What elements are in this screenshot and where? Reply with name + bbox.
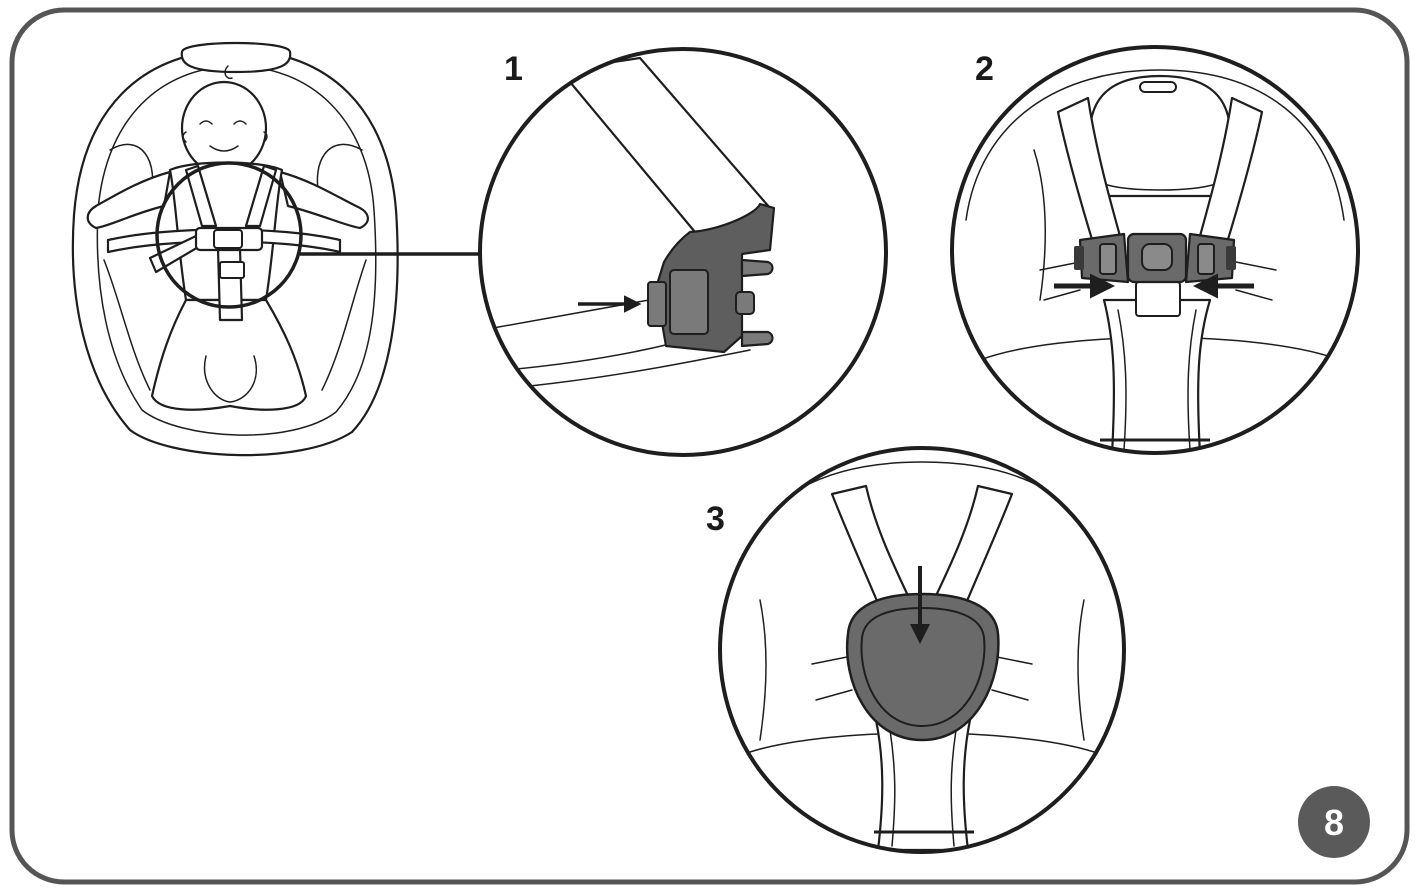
step-3-number: 3 bbox=[706, 500, 725, 538]
step-2-circle bbox=[950, 45, 1360, 455]
step-3-panel: 3 bbox=[706, 446, 1126, 854]
step-1-panel: 1 bbox=[478, 47, 888, 457]
step-1-circle bbox=[478, 47, 888, 457]
step-1-number: 1 bbox=[504, 50, 523, 88]
right-arm bbox=[278, 170, 369, 230]
page-number-badge: 8 bbox=[1298, 786, 1370, 858]
headrest bbox=[1088, 74, 1232, 198]
left-arm bbox=[86, 170, 172, 230]
step-2-panel: 2 bbox=[950, 45, 1360, 455]
baby-head bbox=[180, 80, 268, 176]
buckle-tongue bbox=[647, 281, 667, 327]
release-button-inner bbox=[860, 606, 986, 728]
page-number: 8 bbox=[1324, 802, 1344, 843]
zoom-ring bbox=[155, 161, 303, 309]
baby-seat-overview bbox=[71, 41, 482, 457]
step-3-circle bbox=[718, 446, 1126, 854]
step-2-number: 2 bbox=[975, 50, 994, 88]
